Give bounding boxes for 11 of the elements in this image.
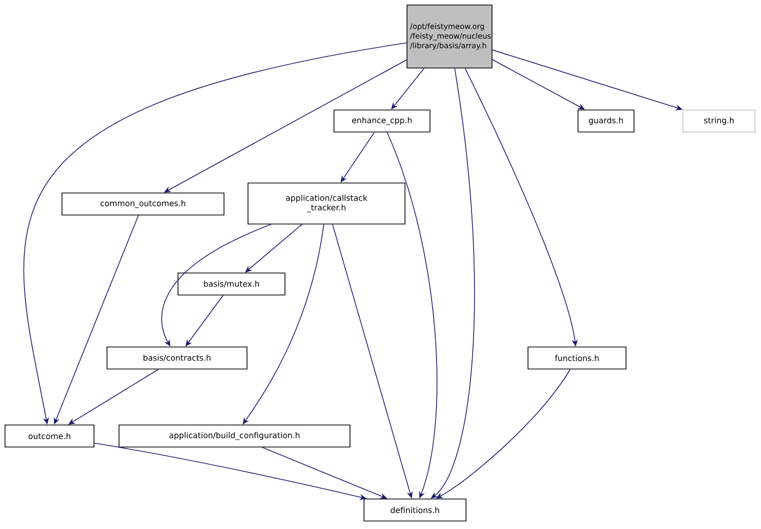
file-box: common_outcomes.h xyxy=(62,192,224,216)
file-box: string.h xyxy=(682,110,756,132)
file-box: application/callstack _tracker.h xyxy=(248,182,406,224)
file-box: guards.h xyxy=(578,110,634,132)
file-box: basis/contracts.h xyxy=(106,346,248,370)
file-box: outcome.h xyxy=(4,424,94,448)
file-box: functions.h xyxy=(528,346,626,370)
file-box: basis/mutex.h xyxy=(178,272,286,296)
file-box: application/build_configuration.h xyxy=(118,424,350,448)
file-box: definitions.h xyxy=(364,498,466,522)
file-box: enhance_cpp.h xyxy=(334,110,430,132)
